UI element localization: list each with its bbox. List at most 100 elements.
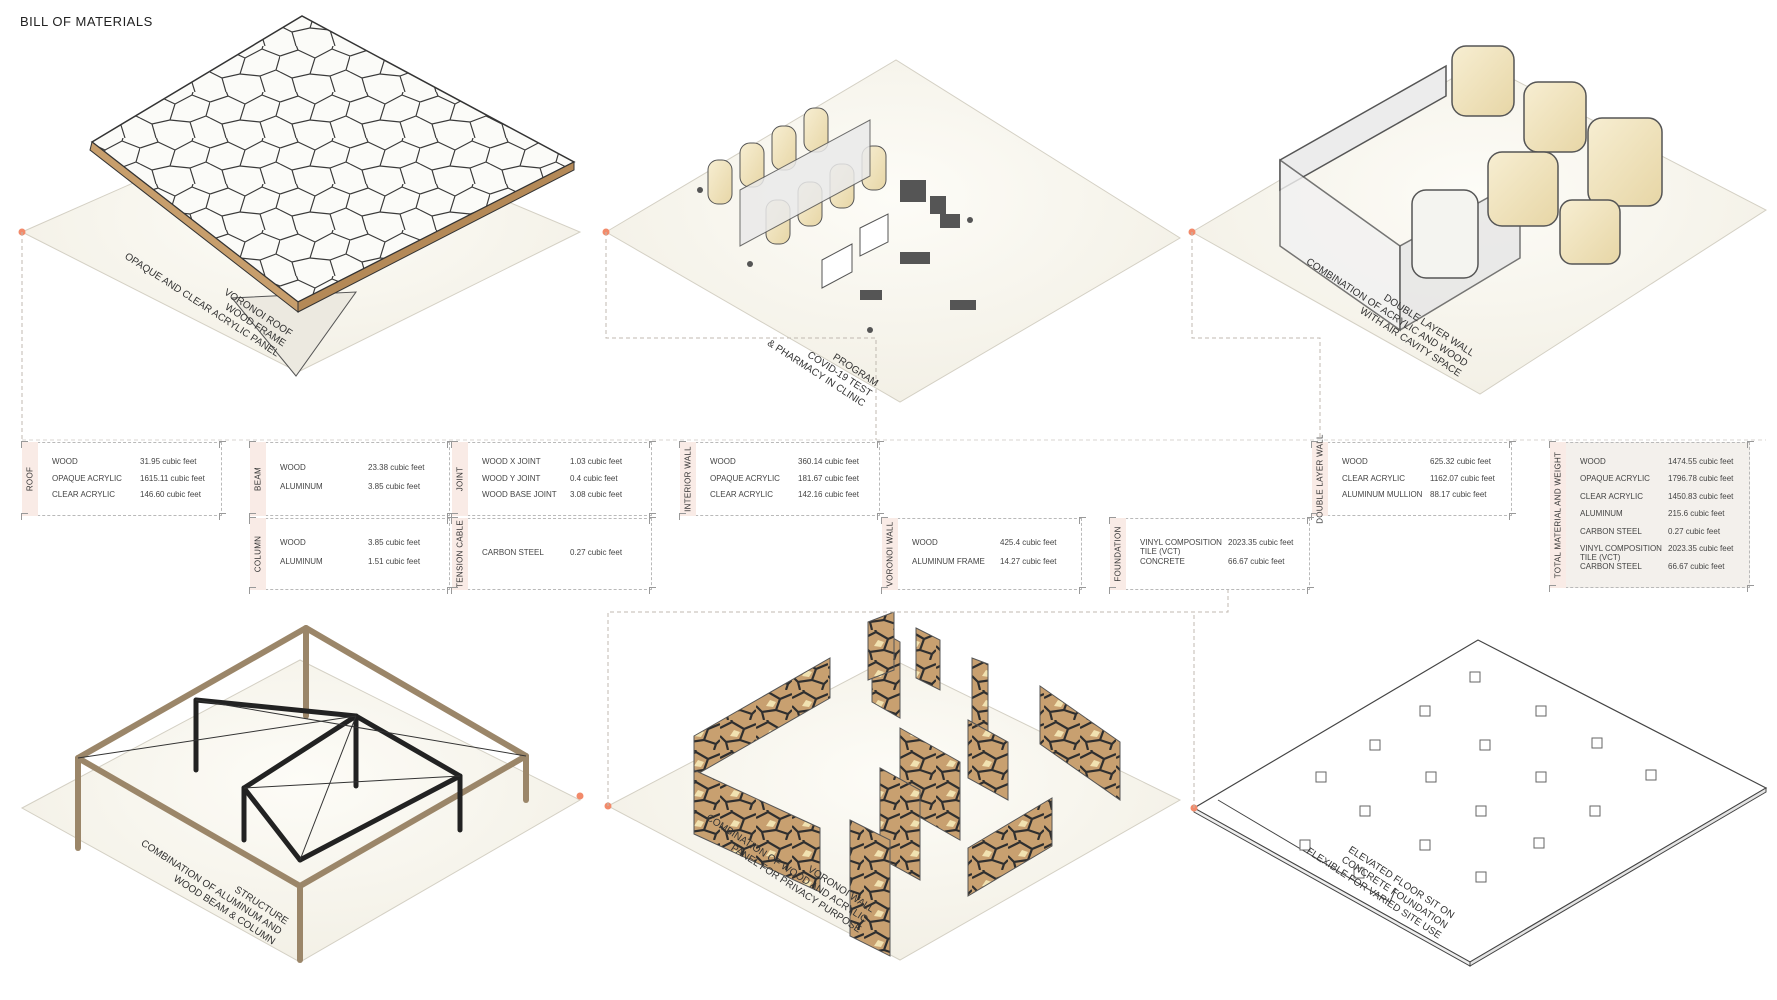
corner-tick [447,513,454,520]
table-label: VORONOI WALL [885,521,895,587]
leader-line [605,232,877,440]
partition [739,119,871,247]
corner-tick [1509,513,1516,520]
corner-tick [447,587,454,594]
corner-tick [21,441,28,448]
table-label: JOINT [455,466,465,492]
material-row: VINYL COMPOSITION TILE (VCT)2023.35 cubi… [1580,544,1742,562]
material-value: 0.27 cubic feet [570,547,623,557]
corner-tick [679,513,686,520]
material-name: WOOD Y JOINT [482,473,541,483]
corner-tick [649,513,656,520]
foundation-pier [1475,871,1487,883]
material-name: WOOD [1342,457,1368,466]
corner-tick [1307,517,1314,524]
corner-tick [649,441,656,448]
material-name: WOOD [1580,457,1606,466]
corner-tick [1549,585,1556,592]
corner-tick [1747,585,1754,592]
material-name: OPAQUE ACRYLIC [52,473,122,483]
structure-marker [576,792,584,800]
roof-edge-right [297,161,575,313]
material-name: CLEAR ACRYLIC [710,490,773,500]
table-label-band: INTERIOR WALL [680,442,696,516]
page-title: BILL OF MATERIALS [20,14,153,29]
material-value: 3.85 cubic feet [368,538,421,547]
material-value: 1450.83 cubic feet [1668,491,1734,501]
room-pod [1411,189,1479,279]
corner-tick [249,517,256,524]
foundation-pier [1645,769,1657,781]
material-row: CARBON STEEL 0.27 cubic feet [482,548,644,564]
corner-tick [679,441,686,448]
program-floor [605,59,1181,403]
material-name: CARBON STEEL [482,547,544,557]
foundation-pier [1535,705,1547,717]
tension-cable [299,715,357,861]
corner-tick [447,517,454,524]
screen-panel [821,243,853,289]
material-name: CLEAR ACRYLIC [1342,473,1405,483]
table-label-band: DOUBLE LAYER WALL [1312,434,1328,524]
material-value: 1162.07 cubic feet [1430,473,1495,483]
wood-beam [75,755,303,889]
person [747,261,753,267]
material-name: WOOD [280,463,306,472]
program-drawing [602,59,1181,403]
structure-ground-plane [20,659,582,963]
aluminum-beam [353,713,463,779]
foundation-pier [1535,771,1547,783]
foundation-pier [1425,771,1437,783]
leader-line [607,588,1229,806]
corner-tick [1307,587,1314,594]
aluminum-beam [297,773,463,863]
aluminum-beam [241,713,359,791]
corner-tick [451,587,458,594]
leader-lines [21,232,1766,808]
material-value: 215.6 cubic feet [1668,509,1725,519]
material-value: 1.51 cubic feet [368,557,421,566]
voronoi-panel [693,657,831,777]
table-label-band: BEAM [250,442,266,516]
material-name: VINYL COMPOSITION TILE (VCT) [1140,538,1222,556]
material-name: WOOD BASE JOINT [482,490,557,500]
voronoi-panel [967,797,1053,897]
material-row: CLEAR ACRYLIC 1450.83 cubic feet [1580,492,1742,508]
material-value: 1615.11 cubic feet [140,473,205,483]
table-frame [882,518,1082,590]
table-label: COLUMN [253,535,263,573]
person [867,327,873,333]
material-name: ALUMINUM [1580,509,1623,519]
corner-tick [1509,441,1516,448]
aluminum-beam [241,785,303,863]
material-value: 66.67 cubic feet [1668,561,1725,571]
table-label: TOTAL MATERIAL AND WEIGHT [1553,451,1563,579]
table-label-band: JOINT [452,442,468,516]
material-name: CLEAR ACRYLIC [1580,491,1643,501]
table-label-band: TOTAL MATERIAL AND WEIGHT [1550,442,1566,588]
material-name: CARBON STEEL [1580,526,1642,536]
material-name: WOOD [912,538,938,547]
room-pod [1587,117,1663,207]
corner-tick [881,517,888,524]
screen-panel [859,213,889,257]
leader-line [1191,232,1321,440]
table-label-band: VORONOI WALL [882,518,898,590]
bench [950,300,976,310]
